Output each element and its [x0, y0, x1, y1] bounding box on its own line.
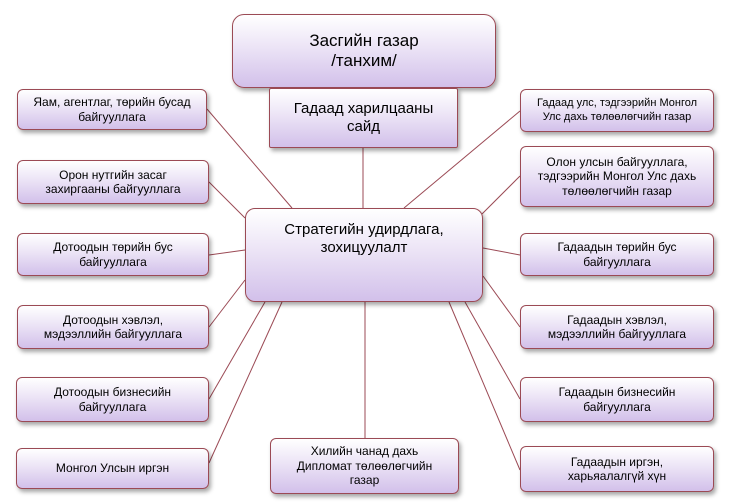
left-label-4: Дотоодын хэвлэл, мэдээллийн байгууллага	[43, 312, 183, 341]
right-box-2: Олон улсын байгууллага, тэдгээрийн Монго…	[520, 146, 714, 207]
left-box-3: Дотоодын төрийн бус байгууллага	[17, 233, 209, 276]
left-box-5: Дотоодын бизнесийн байгууллага	[16, 377, 209, 422]
right-box-6: Гадаадын иргэн, харьяалалгүй хүн	[520, 446, 714, 492]
right-label-5: Гадаадын бизнесийн байгууллага	[558, 385, 676, 414]
left-label-5: Дотоодын бизнесийн байгууллага	[53, 385, 172, 414]
right-box-3: Гадаадын төрийн бус байгууллага	[520, 233, 714, 276]
left-label-6: Монгол Улсын иргэн	[55, 461, 170, 476]
left-label-1: Яам, агентлаг, төрийн бусад байгууллага	[33, 95, 191, 124]
minister-box: Гадаад харилцааны сайд	[269, 88, 458, 148]
left-box-2: Орон нутгийн засаг захиргааны байгууллаг…	[17, 160, 209, 204]
left-box-1: Яам, агентлаг, төрийн бусад байгууллага	[17, 89, 207, 130]
bottom-box: Хилийн чанад дахь Дипломат төлөөлөгчийн …	[270, 438, 459, 494]
center-label: Стратегийн удирдлага, зохицуулалт	[284, 221, 444, 256]
center-box: Стратегийн удирдлага, зохицуулалт	[245, 208, 483, 302]
left-box-4: Дотоодын хэвлэл, мэдээллийн байгууллага	[17, 305, 209, 349]
minister-label: Гадаад харилцааны сайд	[293, 100, 434, 135]
left-box-6: Монгол Улсын иргэн	[16, 448, 209, 489]
right-box-4: Гадаадын хэвлэл, мэдээллийн байгууллага	[520, 305, 714, 349]
left-label-2: Орон нутгийн засаг захиргааны байгууллаг…	[45, 167, 181, 196]
right-box-1: Гадаад улс, тэдгээрийн Монгол Улс дахь т…	[520, 89, 714, 132]
right-label-4: Гадаадын хэвлэл, мэдээллийн байгууллага	[547, 312, 687, 341]
right-label-6: Гадаадын иргэн, харьяалалгүй хүн	[567, 454, 667, 483]
government-box: Засгийн газар /танхим/	[232, 14, 496, 88]
right-label-2: Олон улсын байгууллага, тэдгээрийн Монго…	[537, 154, 697, 198]
bottom-label: Хилийн чанад дахь Дипломат төлөөлөгчийн …	[296, 444, 433, 488]
left-label-3: Дотоодын төрийн бус байгууллага	[53, 240, 173, 269]
right-box-5: Гадаадын бизнесийн байгууллага	[520, 377, 714, 422]
government-label: Засгийн газар /танхим/	[309, 30, 419, 70]
right-label-1: Гадаад улс, тэдгээрийн Монгол Улс дахь т…	[536, 97, 698, 123]
right-label-3: Гадаадын төрийн бус байгууллага	[557, 240, 677, 269]
